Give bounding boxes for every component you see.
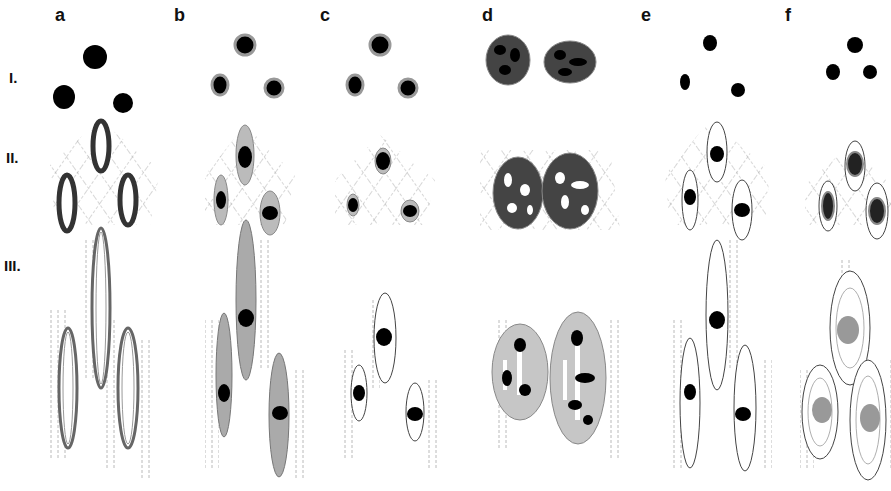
column-d-cells — [486, 35, 606, 444]
crosshatch-matrix — [50, 120, 891, 230]
column-letter: e — [641, 6, 651, 24]
column-f-cells — [802, 37, 888, 480]
column-letter: d — [482, 6, 493, 24]
column-letter: a — [55, 6, 65, 24]
column-c-cells — [347, 35, 424, 441]
column-e-cells — [680, 35, 756, 471]
column-a-cells — [53, 45, 138, 448]
column-b-cells — [212, 35, 289, 477]
column-letter: b — [174, 6, 185, 24]
row-label: III. — [4, 258, 21, 273]
column-letter: f — [785, 6, 791, 24]
row-label: II. — [6, 150, 19, 165]
row-label: I. — [9, 70, 17, 85]
column-letter: c — [320, 6, 330, 24]
aligned-matrix — [48, 240, 891, 480]
